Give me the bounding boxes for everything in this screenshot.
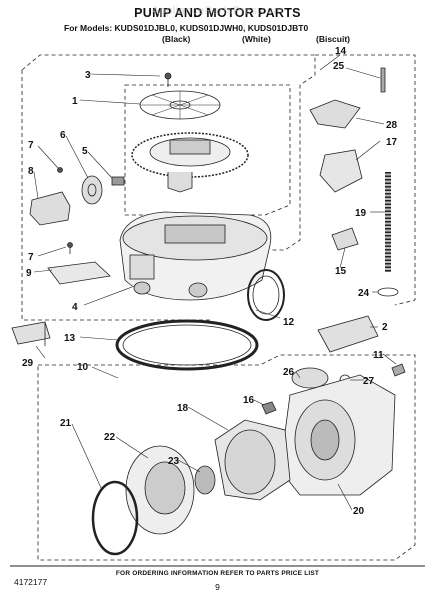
part-16-nut <box>261 401 277 415</box>
group-boundary-pump <box>21 54 316 251</box>
callout-28: 28 <box>386 120 398 131</box>
callout-4: 4 <box>72 302 78 313</box>
callout-15: 15 <box>335 266 347 277</box>
part-24-clamp <box>377 287 399 297</box>
callout-1: 1 <box>72 96 78 107</box>
callout-5: 5 <box>82 146 88 157</box>
callout-25: 25 <box>333 61 345 72</box>
finish-biscuit: (Biscuit) <box>316 34 350 44</box>
callout-24: 24 <box>358 288 370 299</box>
callout-20: 20 <box>353 506 365 517</box>
part-15-clip <box>331 227 359 251</box>
part-1-gear-wheel <box>131 132 249 178</box>
callout-22: 22 <box>104 432 116 443</box>
callout-19: 19 <box>355 208 367 219</box>
part-7-screw-a <box>57 167 63 173</box>
callout-11: 11 <box>373 350 384 361</box>
part-23-seal <box>194 465 216 495</box>
part-13-gasket <box>115 319 259 371</box>
callout-10: 10 <box>77 362 89 373</box>
callout-27: 27 <box>363 376 375 387</box>
callout-9: 9 <box>26 268 32 279</box>
callout-labels: 3 1 7 6 5 8 7 9 4 13 12 10 2 11 29 14 25… <box>22 46 398 517</box>
callout-17: 17 <box>386 137 398 148</box>
part-6-coupling <box>81 175 103 205</box>
group-boundary-motor <box>37 354 416 561</box>
callout-23: 23 <box>168 456 180 467</box>
part-8-motor-small <box>29 191 71 226</box>
part-3-screw <box>164 72 172 80</box>
callout-7b: 7 <box>28 252 34 263</box>
callout-16: 16 <box>243 395 255 406</box>
callout-14: 14 <box>335 46 347 57</box>
part-28-bracket <box>309 99 361 129</box>
callout-26: 26 <box>283 367 295 378</box>
finish-white: (White) <box>242 34 271 44</box>
watermark: AppliancePartsPros.com <box>151 5 284 17</box>
part-21-oring <box>91 480 139 556</box>
callout-13: 13 <box>64 333 76 344</box>
callout-3: 3 <box>85 70 91 81</box>
part-25-fitting <box>380 67 386 93</box>
part-5-clip <box>111 176 125 186</box>
part-26-capacitor <box>291 367 329 389</box>
part-9-bracket <box>47 261 111 285</box>
page-title: PUMP AND MOTOR PARTS <box>134 6 301 20</box>
finish-black: (Black) <box>162 34 191 44</box>
callout-2: 2 <box>382 322 388 333</box>
part-12-seal <box>247 269 285 321</box>
part-29-shield <box>11 321 51 345</box>
part-7-screw-b <box>67 242 73 248</box>
callout-21: 21 <box>60 418 72 429</box>
group-boundary-right <box>315 54 416 306</box>
part-11-plug <box>391 363 406 377</box>
callout-6: 6 <box>60 130 66 141</box>
document-number: 4172177 <box>14 577 48 587</box>
part-17-sensor <box>319 149 363 193</box>
page-number: 9 <box>215 582 220 592</box>
ordering-note: FOR ORDERING INFORMATION REFER TO PARTS … <box>115 570 320 577</box>
models-line: For Models: KUDS01DJBL0, KUDS01DJWH0, KU… <box>64 23 309 33</box>
callout-8: 8 <box>28 166 34 177</box>
callout-7a: 7 <box>28 140 34 151</box>
part-2-cover <box>317 315 379 353</box>
callout-18: 18 <box>177 403 189 414</box>
callout-12: 12 <box>283 317 295 328</box>
callout-29: 29 <box>22 358 34 369</box>
